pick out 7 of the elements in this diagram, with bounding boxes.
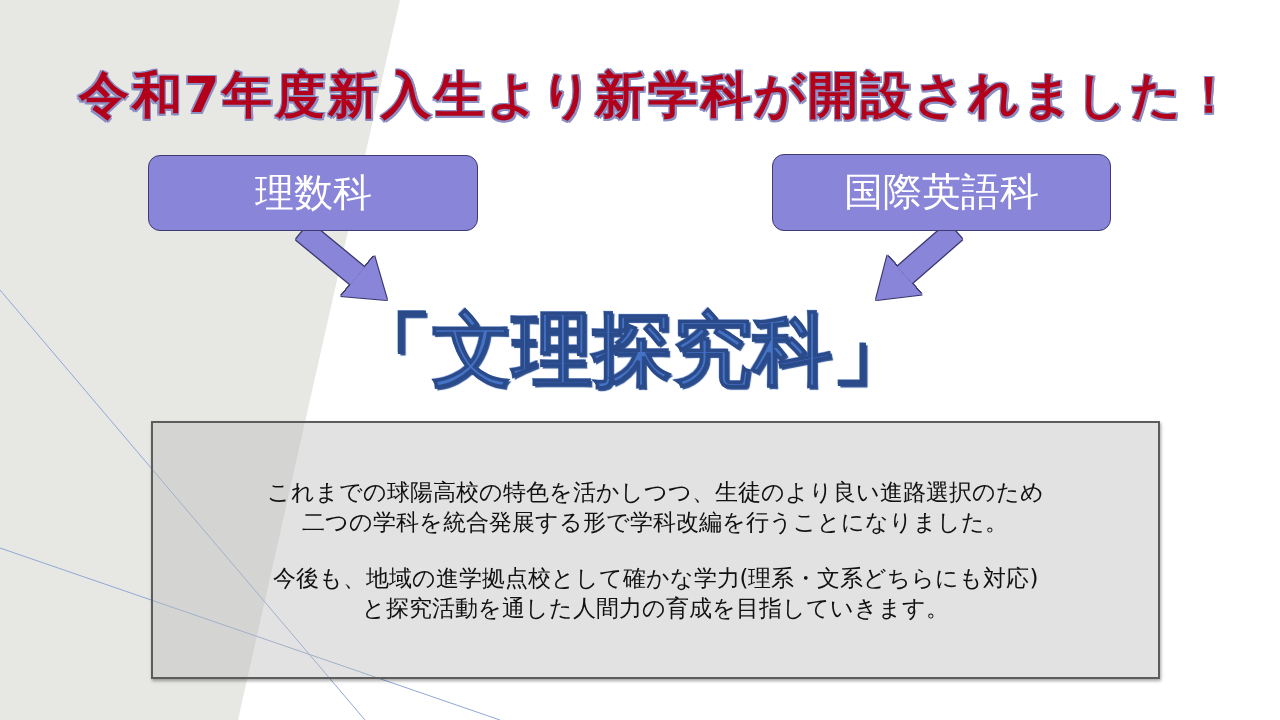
- info-box: [151, 421, 1160, 679]
- body-text: これまでの球陽高校の特色を活かしつつ、生徒のより良い進路選択のため二つの学科を統合発展する形で学科改編を行うことになりました。: [266, 478, 1045, 537]
- department-name: 「文理探究科」: [352, 300, 912, 400]
- department-box: 国際英語科: [772, 154, 1111, 231]
- body-text: 今後も、地域の進学拠点校として確かな学力(理系・文系どちらにも対応)と探究活動を通した人間力の育成を目指していきます。: [271, 564, 1040, 623]
- department-box: 理数科: [148, 155, 478, 231]
- page-title: 令和7年度新入生より新学科が開設されました！: [78, 65, 1238, 126]
